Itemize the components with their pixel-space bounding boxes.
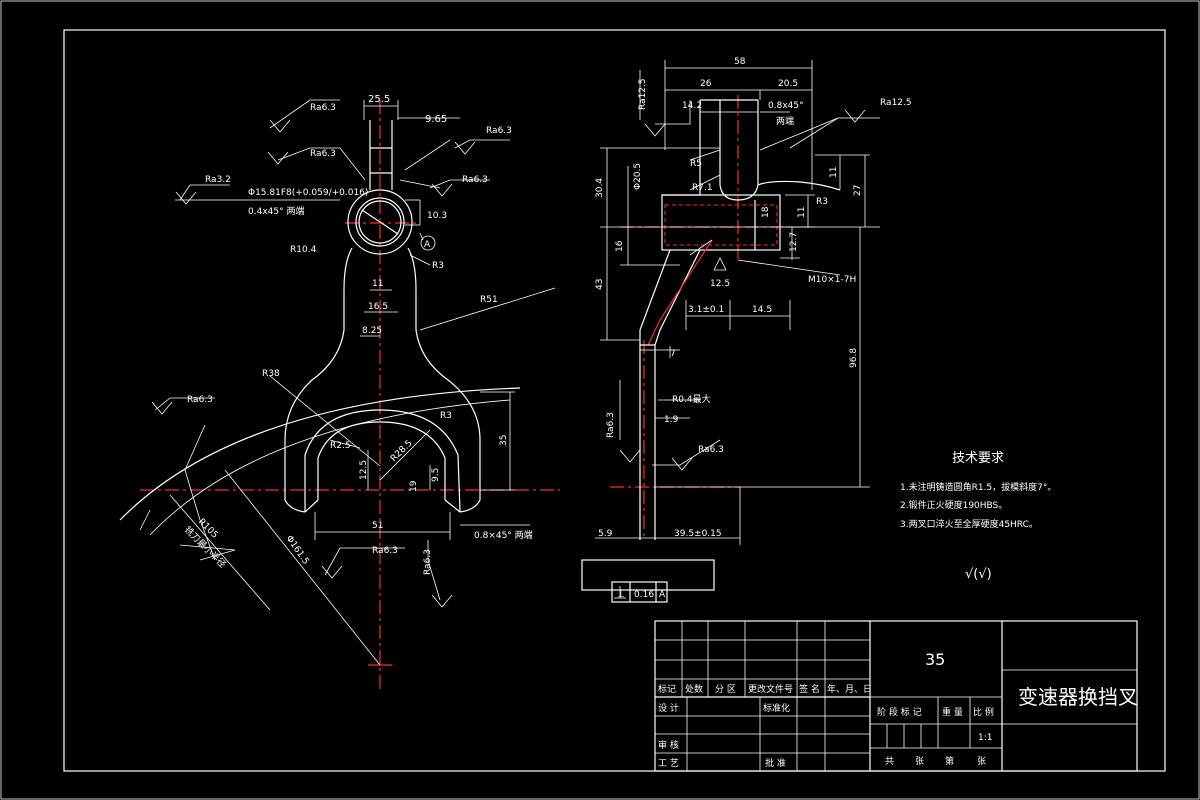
dim-1-9: 1.9 xyxy=(664,415,679,425)
roughness-label: Ra3.2 xyxy=(205,175,231,185)
dim-35: 35 xyxy=(499,435,509,446)
tolerance-datum: A xyxy=(659,590,666,600)
dim-phi20-5: Φ20.5 xyxy=(633,163,643,190)
stage-label: 阶 段 标 记 xyxy=(877,706,922,718)
tolerance-value: 0.16 xyxy=(634,590,654,600)
dim-26: 26 xyxy=(700,79,712,89)
row-label: 设 计 xyxy=(658,702,679,714)
dim-9-5: 9.5 xyxy=(431,468,441,482)
roughness-note: √(√) xyxy=(965,567,992,582)
title-block: 35 变速器换挡叉 1:1 标记 处数 分 区 更改文件号 签 名 年、月、日 … xyxy=(654,620,1138,772)
roughness-label: Ra6.3 xyxy=(423,549,433,575)
roughness-label: Ra6.3 xyxy=(187,395,213,405)
dim-r3: R3 xyxy=(432,261,444,271)
row-label: 标准化 xyxy=(763,702,790,714)
roughness-label: Ra6.3 xyxy=(698,445,724,455)
dim-phi161: Φ161.5 xyxy=(284,534,311,567)
sheet-label: 张 xyxy=(977,756,986,767)
dim-51: 51 xyxy=(372,521,383,531)
dim-7: 7 xyxy=(670,349,676,359)
sheet-label: 共 xyxy=(885,756,894,767)
dim-chamfer: 0.4x45° 两端 xyxy=(248,205,304,217)
scale-value: 1:1 xyxy=(978,733,992,743)
dim-18: 18 xyxy=(761,206,771,218)
dim-r28-5: R28.5 xyxy=(389,438,415,464)
tech-item: 1.未注明铸造圆角R1.5，拔模斜度7°。 xyxy=(900,481,1056,493)
dim-chamfer: 0.8x45° xyxy=(768,101,804,111)
drawing-frame xyxy=(63,29,1166,772)
dim-12-5: 12.5 xyxy=(710,279,730,289)
dim-96-8: 96.8 xyxy=(849,348,859,368)
side-view: 58 26 20.5 14.2 0.8x45° 两端 R5 R7.1 Φ20.5… xyxy=(581,57,912,603)
dim-16-5: 16.5 xyxy=(368,302,388,312)
dim-both-ends: 两端 xyxy=(776,115,794,127)
stage-label: 重 量 xyxy=(942,706,963,718)
part-name: 变速器换挡叉 xyxy=(1018,685,1138,709)
dim-r3: R3 xyxy=(816,197,828,207)
dim-r7-1: R7.1 xyxy=(692,183,713,193)
roughness-label: Ra6.3 xyxy=(486,126,512,136)
roughness-label: Ra6.3 xyxy=(372,546,398,556)
stage-label: 比 例 xyxy=(973,706,994,718)
dim-r2-5: R2.5 xyxy=(330,441,351,451)
roughness-label: Ra12.5 xyxy=(880,98,912,108)
dim-12-7: 12.7 xyxy=(789,232,799,252)
row-label: 批 准 xyxy=(765,757,786,769)
material-label: 35 xyxy=(925,650,945,669)
header-label: 更改文件号 xyxy=(748,683,793,695)
dim-slot: 9.65 xyxy=(425,114,447,125)
header-label: 签 名 xyxy=(799,683,820,695)
dim-r5: R5 xyxy=(690,159,702,169)
tech-requirements: 技术要求 1.未注明铸造圆角R1.5，拔模斜度7°。 2.锻件正火硬度190HB… xyxy=(900,451,1056,582)
roughness-label: Ra6.3 xyxy=(462,175,488,185)
dim-r-outer: R10.4 xyxy=(290,245,317,255)
dim-r38: R38 xyxy=(262,369,280,379)
dim-20-5: 20.5 xyxy=(778,79,798,89)
dim-11a: 11 xyxy=(829,167,839,178)
header-label: 分 区 xyxy=(715,684,736,695)
dim-16: 16 xyxy=(615,240,625,252)
sheet-label: 张 xyxy=(915,756,924,767)
roughness-label: Ra6.3 xyxy=(606,412,616,438)
tech-item: 3.两叉口淬火至全厚硬度45HRC。 xyxy=(900,518,1038,530)
dim-30-4: 30.4 xyxy=(595,178,605,198)
roughness-label: Ra6.3 xyxy=(310,103,336,113)
front-view: 25.5 9.65 Φ15.81F8(+0.059/+0.016) 0.4x45… xyxy=(119,94,560,690)
header-label: 标记 xyxy=(658,683,676,695)
dim-10-3: 10.3 xyxy=(427,211,447,221)
dim-r0-4: R0.4最大 xyxy=(672,393,711,405)
dim-39-5: 39.5±0.15 xyxy=(674,529,722,539)
tolerance-perp: ⊥ xyxy=(617,590,625,600)
dim-r51: R51 xyxy=(480,295,498,305)
dim-14-2: 14.2 xyxy=(682,101,702,111)
dim-11b: 11 xyxy=(797,207,807,218)
dim-11: 11 xyxy=(372,279,383,289)
row-label: 审 核 xyxy=(658,739,679,751)
dim-43: 43 xyxy=(595,279,605,290)
dim-12-5: 12.5 xyxy=(359,460,369,480)
tech-heading: 技术要求 xyxy=(952,451,1004,466)
dim-3-1: 3.1±0.1 xyxy=(688,305,724,315)
dim-bore: Φ15.81F8(+0.059/+0.016) xyxy=(248,188,368,198)
sheet-label: 第 xyxy=(945,755,954,767)
dim-thread: M10×1-7H xyxy=(808,275,856,285)
dim-top-width: 25.5 xyxy=(368,94,390,105)
dim-5-9: 5.9 xyxy=(598,529,613,539)
dim-19: 19 xyxy=(409,480,419,492)
dim-r3b: R3 xyxy=(440,411,452,421)
roughness-label: Ra6.3 xyxy=(310,149,336,159)
row-label: 工 艺 xyxy=(658,758,679,769)
datum-a: A xyxy=(424,240,431,250)
dim-58: 58 xyxy=(734,57,746,67)
dim-8-25: 8.25 xyxy=(362,326,382,336)
dim-27: 27 xyxy=(853,185,863,196)
header-label: 处数 xyxy=(685,683,703,695)
dim-chamfer2: 0.8×45° 两端 xyxy=(474,529,533,541)
header-label: 年、月、日 xyxy=(827,683,872,695)
roughness-label: Ra12.5 xyxy=(638,78,648,110)
tech-item: 2.锻件正火硬度190HBS。 xyxy=(900,499,1007,511)
dim-14-5: 14.5 xyxy=(752,305,772,315)
